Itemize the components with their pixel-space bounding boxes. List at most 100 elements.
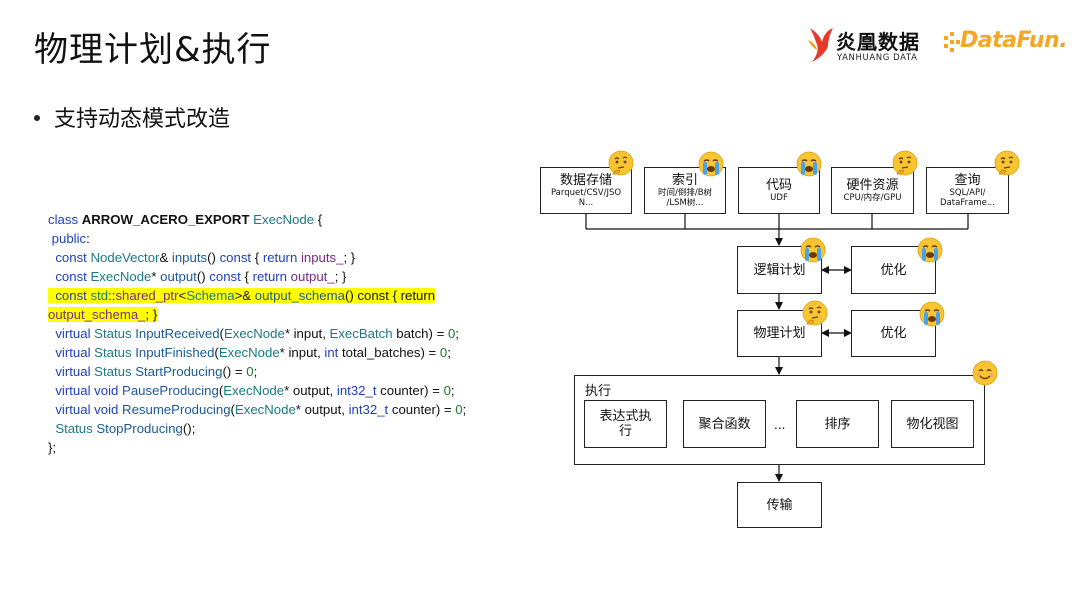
bullet-dot-icon: [34, 115, 40, 121]
code-token: * output,: [295, 402, 349, 417]
box-title: 行: [618, 424, 632, 439]
code-token: ExecNode: [249, 212, 315, 227]
code-token: InputFinished: [131, 345, 215, 360]
code-line: const ExecNode* output() const { return …: [48, 267, 498, 286]
code-line: public:: [48, 229, 498, 248]
code-token: ExecNode: [223, 383, 285, 398]
code-token: int32_t: [348, 402, 389, 417]
code-token: const: [48, 269, 91, 284]
box-subtitle: DataFrame...: [940, 198, 995, 208]
source-box-hardware: 硬件资源 CPU/内存/GPU: [831, 167, 914, 214]
code-token: virtual: [48, 345, 95, 360]
code-token: (: [219, 326, 224, 341]
code-token: NodeVector: [90, 250, 160, 265]
code-token: ExecNode: [218, 345, 280, 360]
code-token: () const { return: [344, 288, 436, 303]
bullet-point: 支持动态模式改造: [34, 101, 230, 133]
code-token: StopProducing: [92, 421, 183, 436]
code-token: total_batches) =: [338, 345, 440, 360]
code-line-highlighted: output_schema_; }: [48, 305, 498, 324]
box-subtitle: /LSM树...: [666, 198, 704, 208]
code-token: (: [218, 383, 224, 398]
code-token: output_: [287, 269, 335, 284]
code-token: ExecNode: [234, 402, 296, 417]
code-token: 0: [455, 402, 463, 417]
box-title: 物化视图: [906, 416, 959, 432]
code-line: virtual Status InputReceived(ExecNode* i…: [48, 324, 498, 343]
code-line: virtual void PauseProducing(ExecNode* ou…: [48, 381, 498, 400]
code-line: virtual Status StartProducing() = 0;: [48, 362, 498, 381]
box-title: 代码: [765, 178, 792, 193]
code-token: Status: [48, 421, 93, 436]
code-token: virtual: [48, 383, 95, 398]
code-token: (): [207, 250, 220, 265]
code-token: InputReceived: [131, 326, 220, 341]
exec-item-sort: 排序: [796, 400, 879, 448]
box-title: 物理计划: [753, 326, 806, 341]
code-token: std: [90, 288, 109, 303]
code-token: output_schema_: [48, 307, 146, 322]
code-token: shared_ptr: [115, 288, 179, 303]
thinking-face-icon: [802, 300, 828, 326]
code-token: ;: [253, 364, 258, 379]
code-token: const: [48, 250, 91, 265]
code-token: Status: [94, 345, 132, 360]
code-token: ;: [447, 345, 451, 360]
code-token: 0: [439, 345, 448, 360]
crying-face-icon: [800, 237, 826, 263]
code-token: inputs_: [297, 250, 344, 265]
code-token: (): [196, 269, 210, 284]
code-token: 0: [246, 364, 254, 379]
box-subtitle: CPU/内存/GPU: [843, 193, 902, 203]
exec-item-aggregate: 聚合函数: [683, 400, 766, 448]
code-line-highlighted: const std::shared_ptr<Schema>& output_sc…: [48, 286, 498, 305]
box-subtitle: 时间/倒排/B树: [657, 188, 713, 198]
box-title: 优化: [880, 262, 907, 278]
exec-ellipsis: ...: [774, 418, 786, 432]
code-token: };: [48, 440, 57, 455]
code-token: public: [48, 231, 87, 246]
code-token: output_schema: [254, 288, 345, 303]
box-subtitle: N...: [578, 198, 594, 208]
yanhuang-english-name: YANHUANG DATA: [837, 53, 918, 63]
code-token: return: [262, 250, 298, 265]
thinking-face-icon: [892, 150, 918, 176]
box-title: 排序: [824, 416, 851, 432]
box-title: 聚合函数: [698, 416, 751, 432]
logical-optimize-box: 优化: [851, 246, 936, 294]
code-token: ExecNode: [90, 269, 152, 284]
code-token: ResumeProducing: [118, 402, 231, 417]
code-token: () =: [222, 364, 247, 379]
code-token: * input,: [284, 326, 330, 341]
datafun-name: DataFun.: [960, 28, 1068, 53]
code-token: const: [48, 288, 91, 303]
code-token: counter) =: [376, 383, 444, 398]
code-token: Status: [94, 364, 132, 379]
thinking-face-icon: [994, 150, 1020, 176]
code-token: counter) =: [388, 402, 456, 417]
code-token: {: [314, 212, 323, 227]
code-token: (: [214, 345, 219, 360]
code-token: void: [94, 402, 119, 417]
datafun-dots-icon: [944, 32, 960, 52]
code-token: void: [94, 383, 119, 398]
code-token: const: [219, 250, 252, 265]
source-box-storage: 数据存储 Parquet/CSV/JSO N...: [540, 167, 632, 214]
code-token: const: [209, 269, 241, 284]
box-subtitle: SQL/API/: [949, 188, 986, 198]
code-token: batch) =: [392, 326, 448, 341]
code-line: };: [48, 438, 498, 457]
code-token: 0: [443, 383, 451, 398]
box-title: 逻辑计划: [753, 262, 806, 278]
crying-face-icon: [796, 151, 822, 177]
code-line: virtual void ResumeProducing(ExecNode* o…: [48, 400, 498, 419]
code-token: {: [251, 250, 263, 265]
code-token: ExecBatch: [329, 326, 393, 341]
code-token: ; }: [343, 250, 356, 265]
code-token: *: [151, 269, 161, 284]
code-token: ExecNode: [223, 326, 285, 341]
code-token: <: [178, 288, 187, 303]
yanhuang-name: 炎凰数据: [836, 30, 920, 54]
code-token: Schema: [186, 288, 235, 303]
datafun-logo: DataFun.: [944, 28, 1068, 60]
